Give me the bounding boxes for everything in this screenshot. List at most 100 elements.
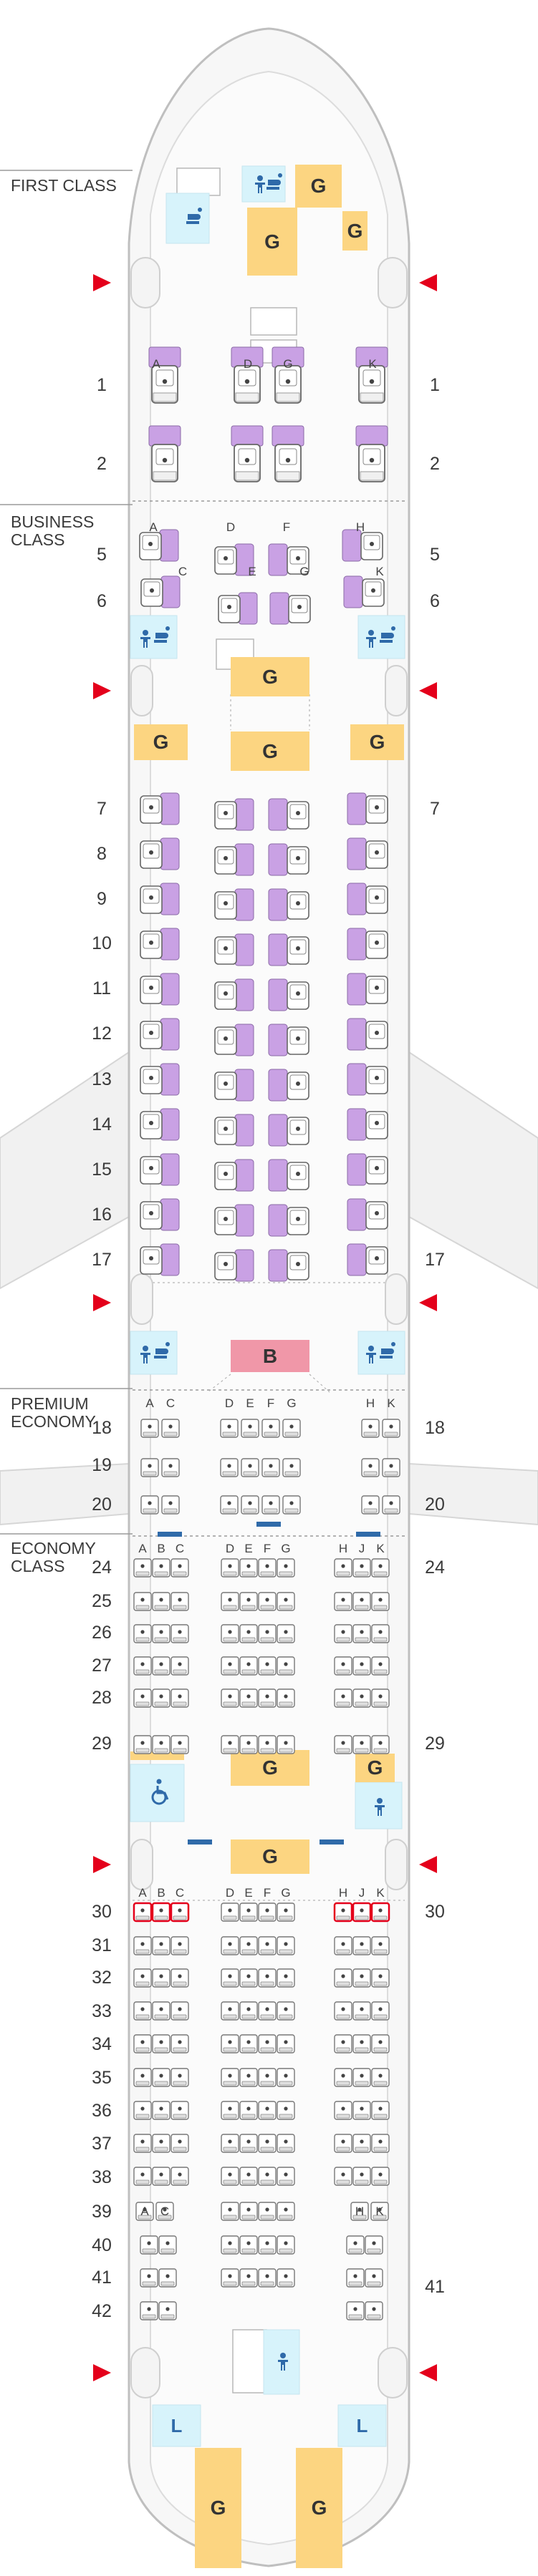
economy-seat[interactable] xyxy=(239,1592,258,1611)
economy-seat[interactable] xyxy=(241,1495,259,1515)
economy-seat[interactable] xyxy=(152,2134,170,2153)
economy-seat[interactable] xyxy=(334,2134,352,2153)
business-seat[interactable] xyxy=(268,1249,309,1282)
economy-seat[interactable] xyxy=(365,2268,383,2288)
business-seat[interactable] xyxy=(347,837,388,870)
economy-seat[interactable] xyxy=(220,1495,239,1515)
business-seat[interactable] xyxy=(140,1108,180,1141)
economy-seat[interactable] xyxy=(239,1902,258,1922)
business-seat[interactable] xyxy=(268,978,309,1011)
economy-seat[interactable] xyxy=(239,2034,258,2053)
economy-seat[interactable] xyxy=(133,2167,152,2186)
economy-seat[interactable] xyxy=(277,1936,295,1955)
economy-seat[interactable] xyxy=(221,2101,239,2120)
economy-seat[interactable] xyxy=(258,2101,277,2120)
economy-seat[interactable] xyxy=(334,1592,352,1611)
economy-seat[interactable] xyxy=(334,2068,352,2087)
business-seat[interactable] xyxy=(347,883,388,915)
business-seat[interactable] xyxy=(140,1153,180,1186)
economy-seat[interactable] xyxy=(258,2268,277,2288)
business-seat[interactable] xyxy=(347,1063,388,1096)
economy-seat[interactable] xyxy=(365,2301,383,2320)
economy-seat[interactable] xyxy=(152,2001,170,2021)
economy-seat[interactable] xyxy=(221,1735,239,1754)
economy-seat[interactable] xyxy=(170,1688,189,1708)
economy-seat[interactable] xyxy=(371,1592,390,1611)
economy-seat[interactable] xyxy=(258,1688,277,1708)
economy-seat[interactable] xyxy=(371,1968,390,1988)
economy-seat[interactable] xyxy=(277,1688,295,1708)
economy-seat[interactable] xyxy=(140,2268,158,2288)
economy-seat[interactable] xyxy=(371,1936,390,1955)
economy-seat[interactable] xyxy=(140,2235,158,2255)
business-seat[interactable] xyxy=(214,1249,254,1282)
economy-seat[interactable] xyxy=(133,1968,152,1988)
business-seat[interactable] xyxy=(342,529,383,562)
economy-seat[interactable] xyxy=(277,2202,295,2221)
economy-seat[interactable] xyxy=(135,2202,154,2221)
economy-seat[interactable] xyxy=(371,2068,390,2087)
economy-seat[interactable] xyxy=(334,2034,352,2053)
business-seat[interactable] xyxy=(343,575,385,608)
business-seat[interactable] xyxy=(140,837,180,870)
economy-seat[interactable] xyxy=(261,1458,280,1477)
first-class-seat[interactable] xyxy=(272,425,304,482)
economy-seat[interactable] xyxy=(382,1458,400,1477)
economy-seat[interactable] xyxy=(221,1624,239,1643)
economy-seat[interactable] xyxy=(170,2034,189,2053)
economy-seat[interactable] xyxy=(277,1558,295,1578)
economy-seat[interactable] xyxy=(133,2068,152,2087)
economy-seat[interactable] xyxy=(261,1495,280,1515)
economy-seat[interactable] xyxy=(334,1968,352,1988)
economy-seat[interactable] xyxy=(277,2268,295,2288)
first-class-seat[interactable] xyxy=(355,425,388,482)
economy-seat[interactable] xyxy=(152,1656,170,1676)
business-seat[interactable] xyxy=(218,592,258,625)
economy-seat[interactable] xyxy=(352,1936,371,1955)
economy-seat[interactable] xyxy=(239,1735,258,1754)
economy-seat[interactable] xyxy=(371,1624,390,1643)
economy-seat[interactable] xyxy=(371,2167,390,2186)
economy-seat[interactable] xyxy=(221,1558,239,1578)
business-seat[interactable] xyxy=(268,888,309,921)
business-seat[interactable] xyxy=(347,928,388,961)
economy-seat[interactable] xyxy=(258,2167,277,2186)
business-seat[interactable] xyxy=(214,888,254,921)
economy-seat[interactable] xyxy=(221,2268,239,2288)
economy-seat[interactable] xyxy=(282,1419,301,1438)
economy-seat[interactable] xyxy=(221,2202,239,2221)
business-seat[interactable] xyxy=(140,792,180,825)
economy-seat[interactable] xyxy=(277,1902,295,1922)
economy-seat[interactable] xyxy=(352,1735,371,1754)
economy-seat[interactable] xyxy=(170,2068,189,2087)
economy-seat[interactable] xyxy=(170,1968,189,1988)
economy-seat[interactable] xyxy=(352,2101,371,2120)
business-seat[interactable] xyxy=(139,529,179,562)
economy-seat[interactable] xyxy=(258,1936,277,1955)
first-class-seat[interactable] xyxy=(231,425,264,482)
economy-seat[interactable] xyxy=(277,1624,295,1643)
business-seat[interactable] xyxy=(268,1069,309,1102)
economy-seat[interactable] xyxy=(352,1688,371,1708)
economy-seat[interactable] xyxy=(361,1419,380,1438)
economy-seat[interactable] xyxy=(170,2001,189,2021)
economy-seat[interactable] xyxy=(258,2034,277,2053)
economy-seat[interactable] xyxy=(258,2001,277,2021)
economy-seat[interactable] xyxy=(241,1419,259,1438)
economy-seat[interactable] xyxy=(161,1495,180,1515)
economy-seat[interactable] xyxy=(152,1968,170,1988)
economy-seat[interactable] xyxy=(277,1592,295,1611)
first-class-seat[interactable] xyxy=(272,346,304,404)
economy-seat[interactable] xyxy=(133,1624,152,1643)
economy-seat[interactable] xyxy=(261,1419,280,1438)
economy-seat[interactable] xyxy=(371,1656,390,1676)
economy-seat[interactable] xyxy=(334,1656,352,1676)
economy-seat[interactable] xyxy=(221,2235,239,2255)
business-seat[interactable] xyxy=(347,1108,388,1141)
economy-seat[interactable] xyxy=(277,2235,295,2255)
economy-seat[interactable] xyxy=(277,2001,295,2021)
business-seat[interactable] xyxy=(214,1024,254,1056)
economy-seat[interactable] xyxy=(346,2301,365,2320)
economy-seat[interactable] xyxy=(239,1656,258,1676)
business-seat[interactable] xyxy=(214,978,254,1011)
